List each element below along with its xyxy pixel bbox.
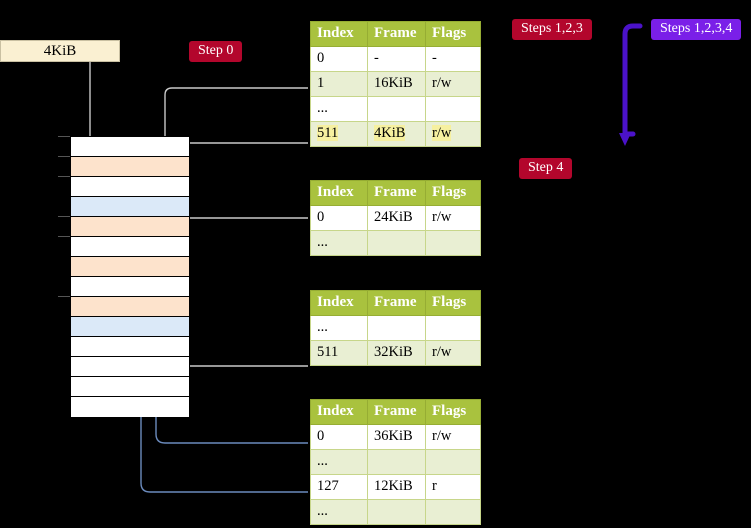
cell-index: 0 xyxy=(310,424,368,450)
memory-frame-row[interactable] xyxy=(71,177,189,197)
memory-frame-row[interactable] xyxy=(71,337,189,357)
table-row[interactable]: 511 4KiB r/w xyxy=(310,121,481,147)
memory-frame-row[interactable] xyxy=(71,317,189,337)
memory-tick xyxy=(58,296,70,297)
memory-tick xyxy=(58,156,70,157)
cell-frame xyxy=(367,449,426,475)
badge-step-0-label: Step 0 xyxy=(198,43,234,58)
table-row[interactable]: 511 32KiB r/w xyxy=(310,340,481,366)
col-header-frame: Frame xyxy=(367,21,426,47)
memory-frame-row[interactable] xyxy=(71,157,189,177)
col-header-index: Index xyxy=(310,180,368,206)
table-row[interactable]: ... xyxy=(310,449,481,475)
col-header-index: Index xyxy=(310,21,368,47)
cell-index: ... xyxy=(310,96,368,122)
table-row[interactable]: ... xyxy=(310,499,481,525)
badge-step-4: Step 4 xyxy=(519,158,573,179)
table-row[interactable]: 0 - - xyxy=(310,46,481,72)
badge-steps-1234: Steps 1,2,3,4 xyxy=(651,19,742,40)
cell-frame xyxy=(367,315,426,341)
table-row[interactable]: ... xyxy=(310,230,481,256)
cell-index: ... xyxy=(310,230,368,256)
memory-frame-row[interactable] xyxy=(71,237,189,257)
cell-flags: - xyxy=(425,46,481,72)
badge-steps-123-label: Steps 1,2,3 xyxy=(521,21,583,36)
page-table-level1: Index Frame Flags 0 - - 1 16KiB r/w ... … xyxy=(310,21,481,147)
badge-steps-1234-label: Steps 1,2,3,4 xyxy=(660,21,733,36)
memory-frame-row[interactable] xyxy=(71,217,189,237)
col-header-frame: Frame xyxy=(367,180,426,206)
size-label-text: 4KiB xyxy=(43,43,77,59)
size-label-box: 4KiB xyxy=(0,40,120,62)
cell-flags xyxy=(425,499,481,525)
cell-index: 511 xyxy=(310,340,368,366)
cell-flags xyxy=(425,96,481,122)
badge-step-4-label: Step 4 xyxy=(528,160,564,175)
memory-tick xyxy=(58,236,70,237)
cell-frame xyxy=(367,499,426,525)
page-table-level3: Index Frame Flags ... 511 32KiB r/w xyxy=(310,290,481,366)
memory-tick xyxy=(58,216,70,217)
cell-flags: r/w xyxy=(425,71,481,97)
col-header-flags: Flags xyxy=(425,21,481,47)
page-table-level4: Index Frame Flags 0 36KiB r/w ... 127 12… xyxy=(310,399,481,525)
memory-frame-row[interactable] xyxy=(71,277,189,297)
physical-memory-column xyxy=(70,136,190,417)
cell-frame xyxy=(367,96,426,122)
cell-frame: 4KiB xyxy=(367,121,426,147)
cell-flags xyxy=(425,449,481,475)
cell-frame: 32KiB xyxy=(367,340,426,366)
cell-index: 127 xyxy=(310,474,368,500)
cell-index: ... xyxy=(310,499,368,525)
cell-index: 1 xyxy=(310,71,368,97)
cell-flags xyxy=(425,315,481,341)
table-row[interactable]: 0 36KiB r/w xyxy=(310,424,481,450)
cell-index: 0 xyxy=(310,46,368,72)
memory-frame-row[interactable] xyxy=(71,377,189,397)
cell-index: 511 xyxy=(310,121,368,147)
cell-frame: 16KiB xyxy=(367,71,426,97)
memory-frame-row[interactable] xyxy=(71,257,189,277)
col-header-frame: Frame xyxy=(367,399,426,425)
page-table-level2: Index Frame Flags 0 24KiB r/w ... xyxy=(310,180,481,256)
memory-frame-row[interactable] xyxy=(71,297,189,317)
cell-flags: r xyxy=(425,474,481,500)
cell-flags: r/w xyxy=(425,340,481,366)
cell-frame: 36KiB xyxy=(367,424,426,450)
cell-frame: 24KiB xyxy=(367,205,426,231)
col-header-flags: Flags xyxy=(425,180,481,206)
memory-frame-row[interactable] xyxy=(71,397,189,417)
col-header-flags: Flags xyxy=(425,399,481,425)
memory-frame-row[interactable] xyxy=(71,197,189,217)
table-row[interactable]: 0 24KiB r/w xyxy=(310,205,481,231)
memory-tick xyxy=(58,136,70,137)
cell-frame: - xyxy=(367,46,426,72)
table-row[interactable]: ... xyxy=(310,96,481,122)
table-row[interactable]: 1 16KiB r/w xyxy=(310,71,481,97)
col-header-index: Index xyxy=(310,290,368,316)
cell-flags: r/w xyxy=(425,424,481,450)
table-row[interactable]: ... xyxy=(310,315,481,341)
col-header-index: Index xyxy=(310,399,368,425)
col-header-flags: Flags xyxy=(425,290,481,316)
badge-step-0: Step 0 xyxy=(189,41,243,62)
cell-frame: 12KiB xyxy=(367,474,426,500)
cell-flags: r/w xyxy=(425,205,481,231)
cell-index: ... xyxy=(310,315,368,341)
memory-tick xyxy=(58,176,70,177)
cell-flags xyxy=(425,230,481,256)
badge-steps-123: Steps 1,2,3 xyxy=(512,19,592,40)
cell-frame xyxy=(367,230,426,256)
cell-index: ... xyxy=(310,449,368,475)
col-header-frame: Frame xyxy=(367,290,426,316)
cell-flags: r/w xyxy=(425,121,481,147)
cell-index: 0 xyxy=(310,205,368,231)
table-row[interactable]: 127 12KiB r xyxy=(310,474,481,500)
memory-frame-row[interactable] xyxy=(71,357,189,377)
memory-frame-row[interactable] xyxy=(71,137,189,157)
